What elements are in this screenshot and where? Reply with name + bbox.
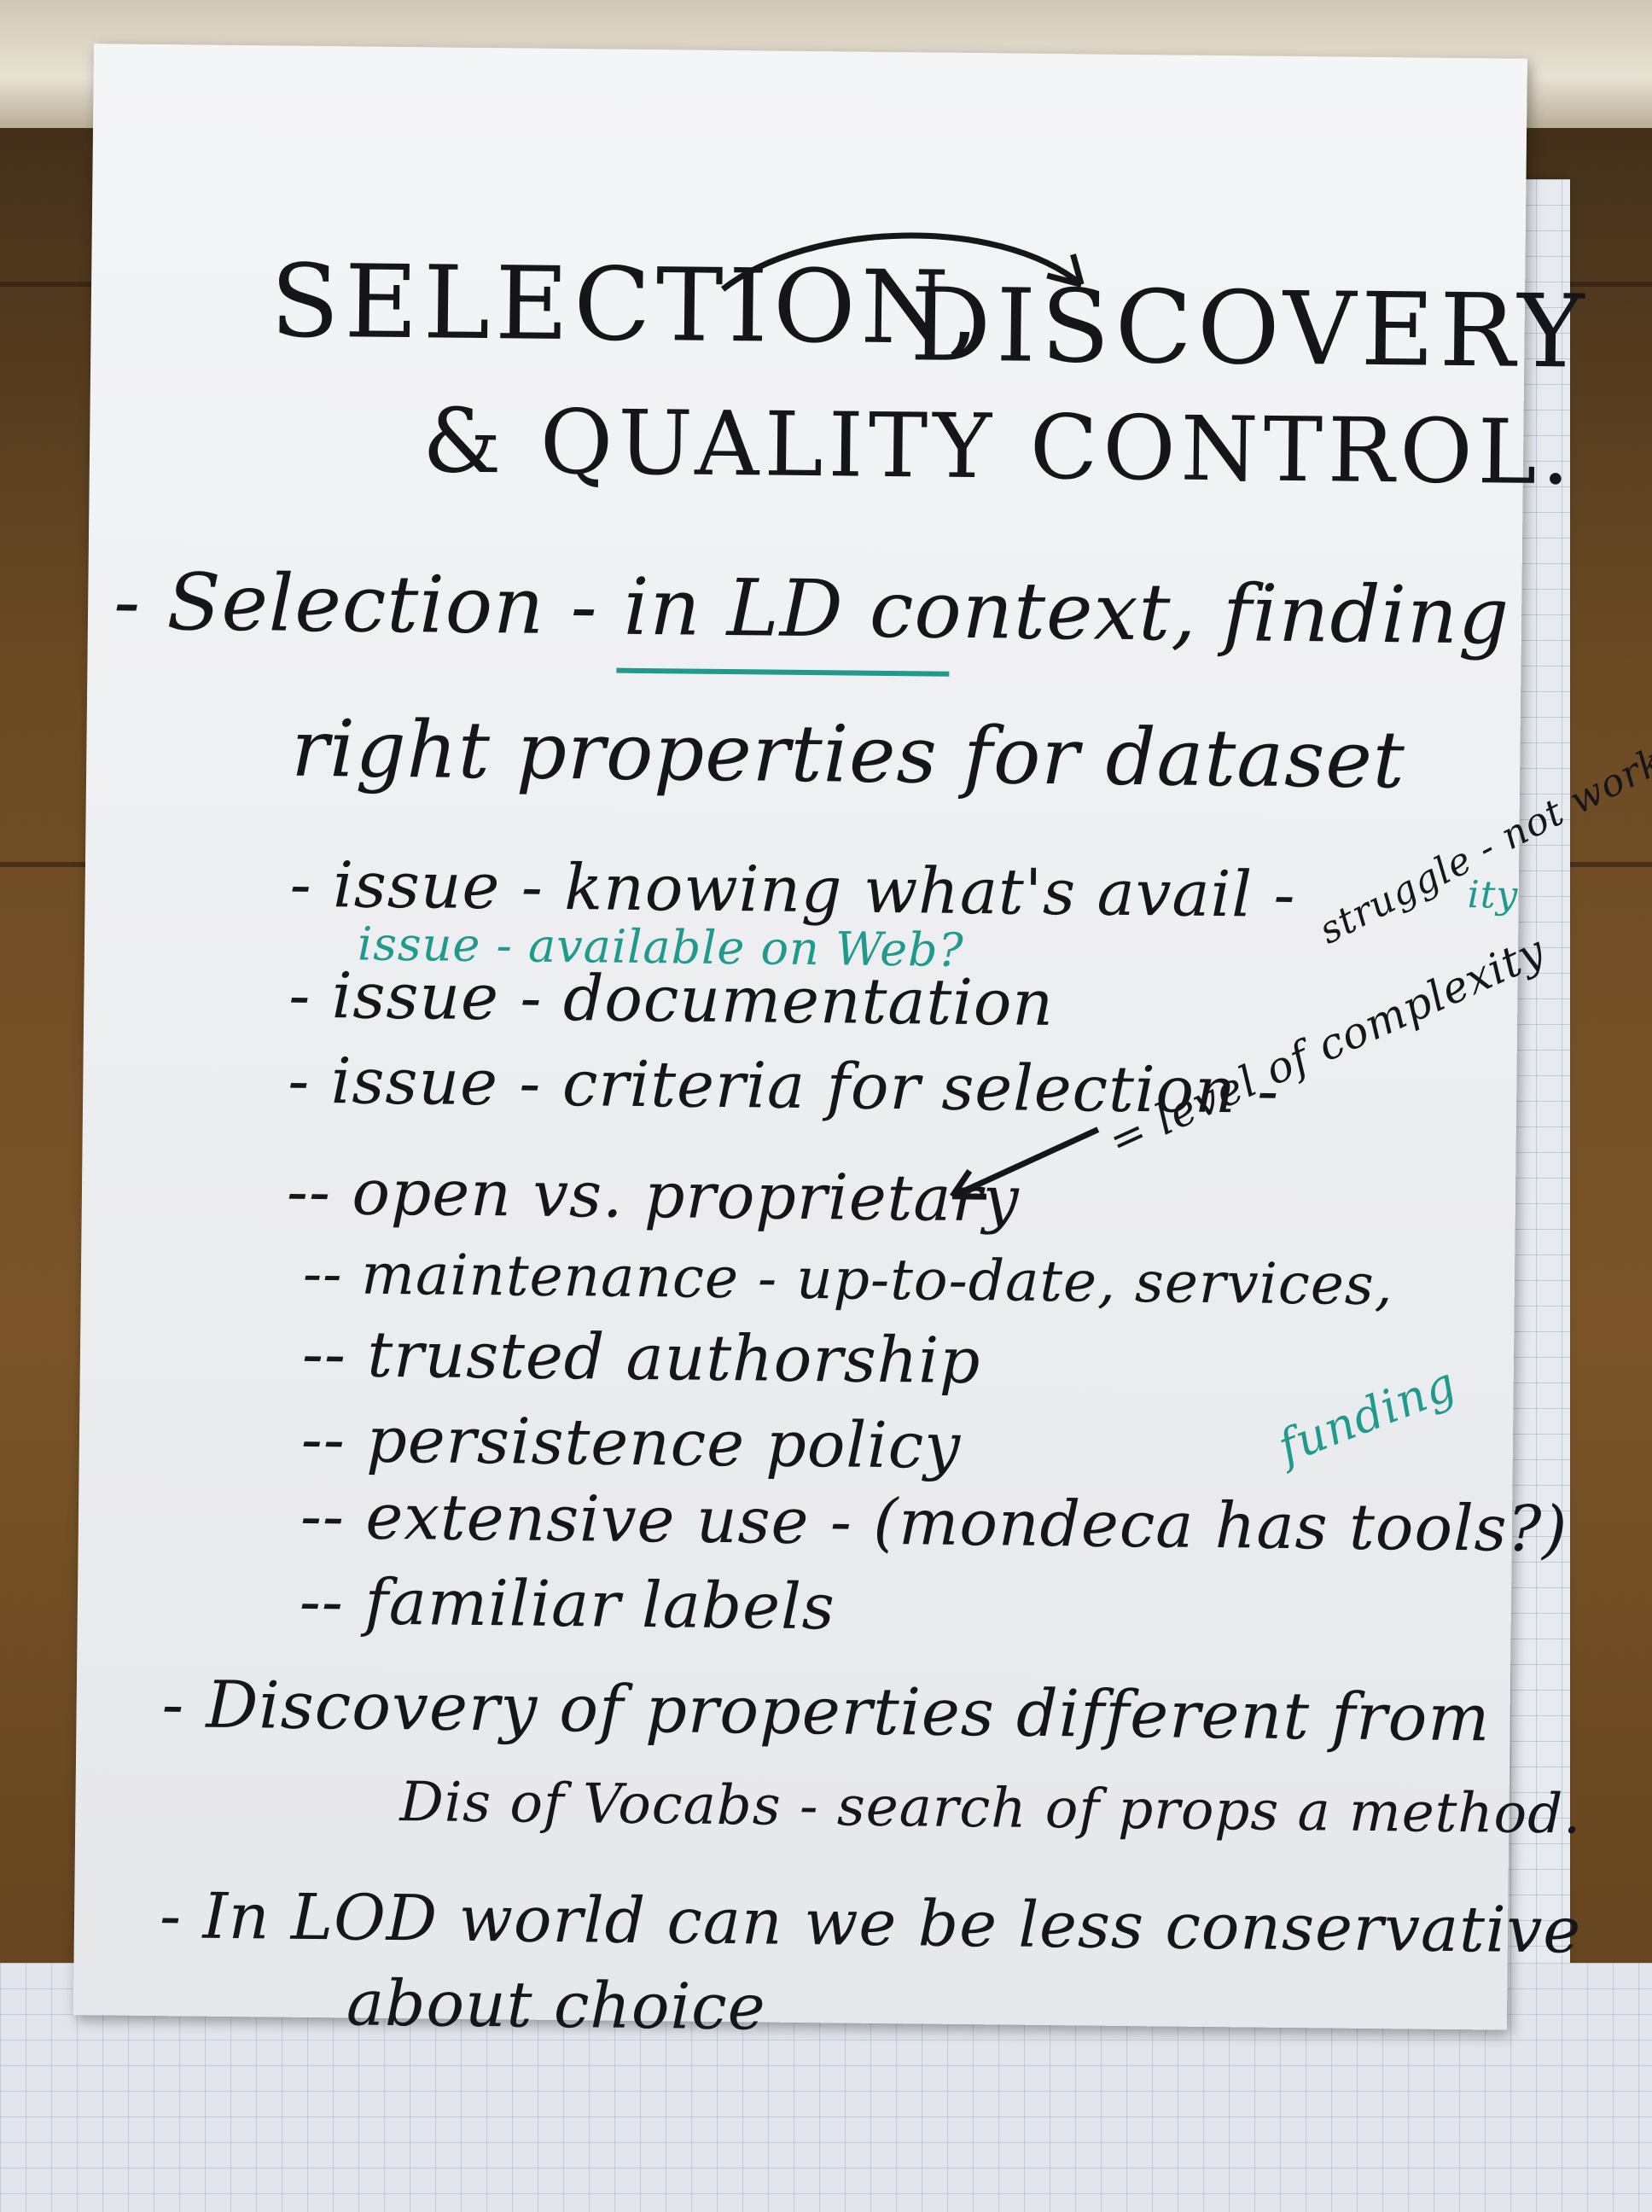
line-text: - Selection - in LD context, finding [113, 556, 1510, 662]
line-discovery: - Discovery of properties different from [161, 1666, 1491, 1756]
swap-arrow-icon [720, 232, 1085, 292]
line-about-choice: about choice [346, 1966, 766, 2045]
line-documentation: - issue - documentation [288, 958, 1055, 1041]
line-open-proprietary: -- open vs. proprietary [286, 1155, 1021, 1237]
line-right-properties: right properties for dataset [290, 702, 1406, 806]
line-extensive-use: -- extensive use - (mondeca has tools?) [300, 1479, 1568, 1567]
annotation-complexity: = level of complexity [1101, 925, 1553, 1167]
line-trusted: -- trusted authorship [301, 1317, 981, 1399]
annotation-ity: ity [1467, 873, 1519, 917]
line-selection: - Selection - in LD context, finding [113, 556, 1510, 661]
line-dis-vocabs: Dis of Vocabs - search of props a method… [399, 1771, 1582, 1847]
line-maintenance: -- maintenance - up-to-date, services, [302, 1240, 1394, 1318]
arrow-icon [950, 1126, 1100, 1200]
line-persistence: -- persistence policy [300, 1402, 962, 1483]
line-familiar-labels: -- familiar labels [299, 1564, 836, 1644]
line-lod-world: - In LOD world can we be less conservati… [159, 1879, 1582, 1968]
ld-context-underline [616, 667, 950, 677]
title-quality-control: & QUALITY CONTROL. [422, 388, 1576, 505]
title-discovery: DISCOVERY [909, 265, 1590, 391]
flipchart-sheet: SELECTION, DISCOVERY & QUALITY CONTROL. … [73, 44, 1652, 2045]
annotation-funding: funding [1271, 1356, 1464, 1475]
